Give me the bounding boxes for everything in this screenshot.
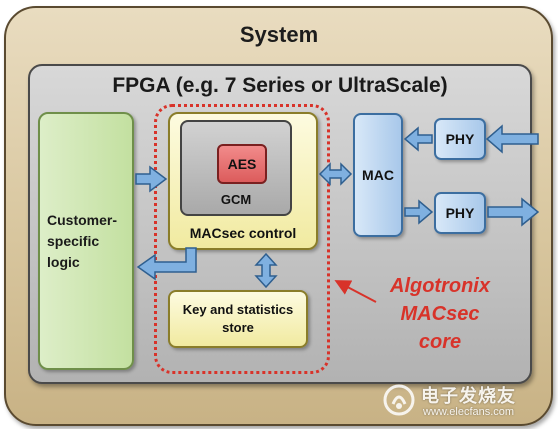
arrow-logic-to-control (135, 165, 168, 193)
key-statistics-store-label: Key and statistics store (182, 302, 294, 335)
aes-block: AES (217, 144, 267, 184)
mac-label: MAC (362, 167, 394, 183)
phy-block-tx: PHY (434, 192, 486, 234)
callout-pointer (334, 280, 377, 303)
phy-label: PHY (445, 205, 475, 221)
customer-logic-label: Customer- specific logic (47, 211, 118, 270)
arrow-phy-to-mac (403, 126, 433, 152)
elecfans-logo-icon (383, 384, 415, 416)
arrow-control-keystore (254, 252, 278, 289)
arrow-external-out (487, 197, 540, 227)
gcm-label: GCM (220, 192, 252, 207)
watermark-url: www.elecfans.com (423, 406, 515, 418)
key-statistics-store-block: Key and statistics store (168, 290, 308, 348)
macsec-control-label: MACsec control (189, 225, 297, 241)
fpga-label: FPGA (e.g. 7 Series or UltraScale) (112, 74, 448, 97)
arrow-mac-to-phy (404, 199, 434, 225)
arrow-control-to-logic (136, 247, 197, 281)
macsec-core-caption: Algotronix MACsec core (390, 275, 490, 353)
arrow-external-in (485, 124, 539, 154)
watermark: 电子发烧友 www.elecfans.com (383, 382, 553, 426)
phy-label: PHY (445, 131, 475, 147)
watermark-text: 电子发烧友 (421, 386, 516, 407)
customer-logic-block: Customer- specific logic (38, 112, 134, 370)
phy-block-rx: PHY (434, 118, 486, 160)
mac-block: MAC (353, 113, 403, 237)
aes-label: AES (227, 156, 257, 172)
system-label: System (239, 22, 319, 47)
macsec-core-outline (154, 104, 330, 374)
arrow-control-mac (318, 162, 353, 186)
